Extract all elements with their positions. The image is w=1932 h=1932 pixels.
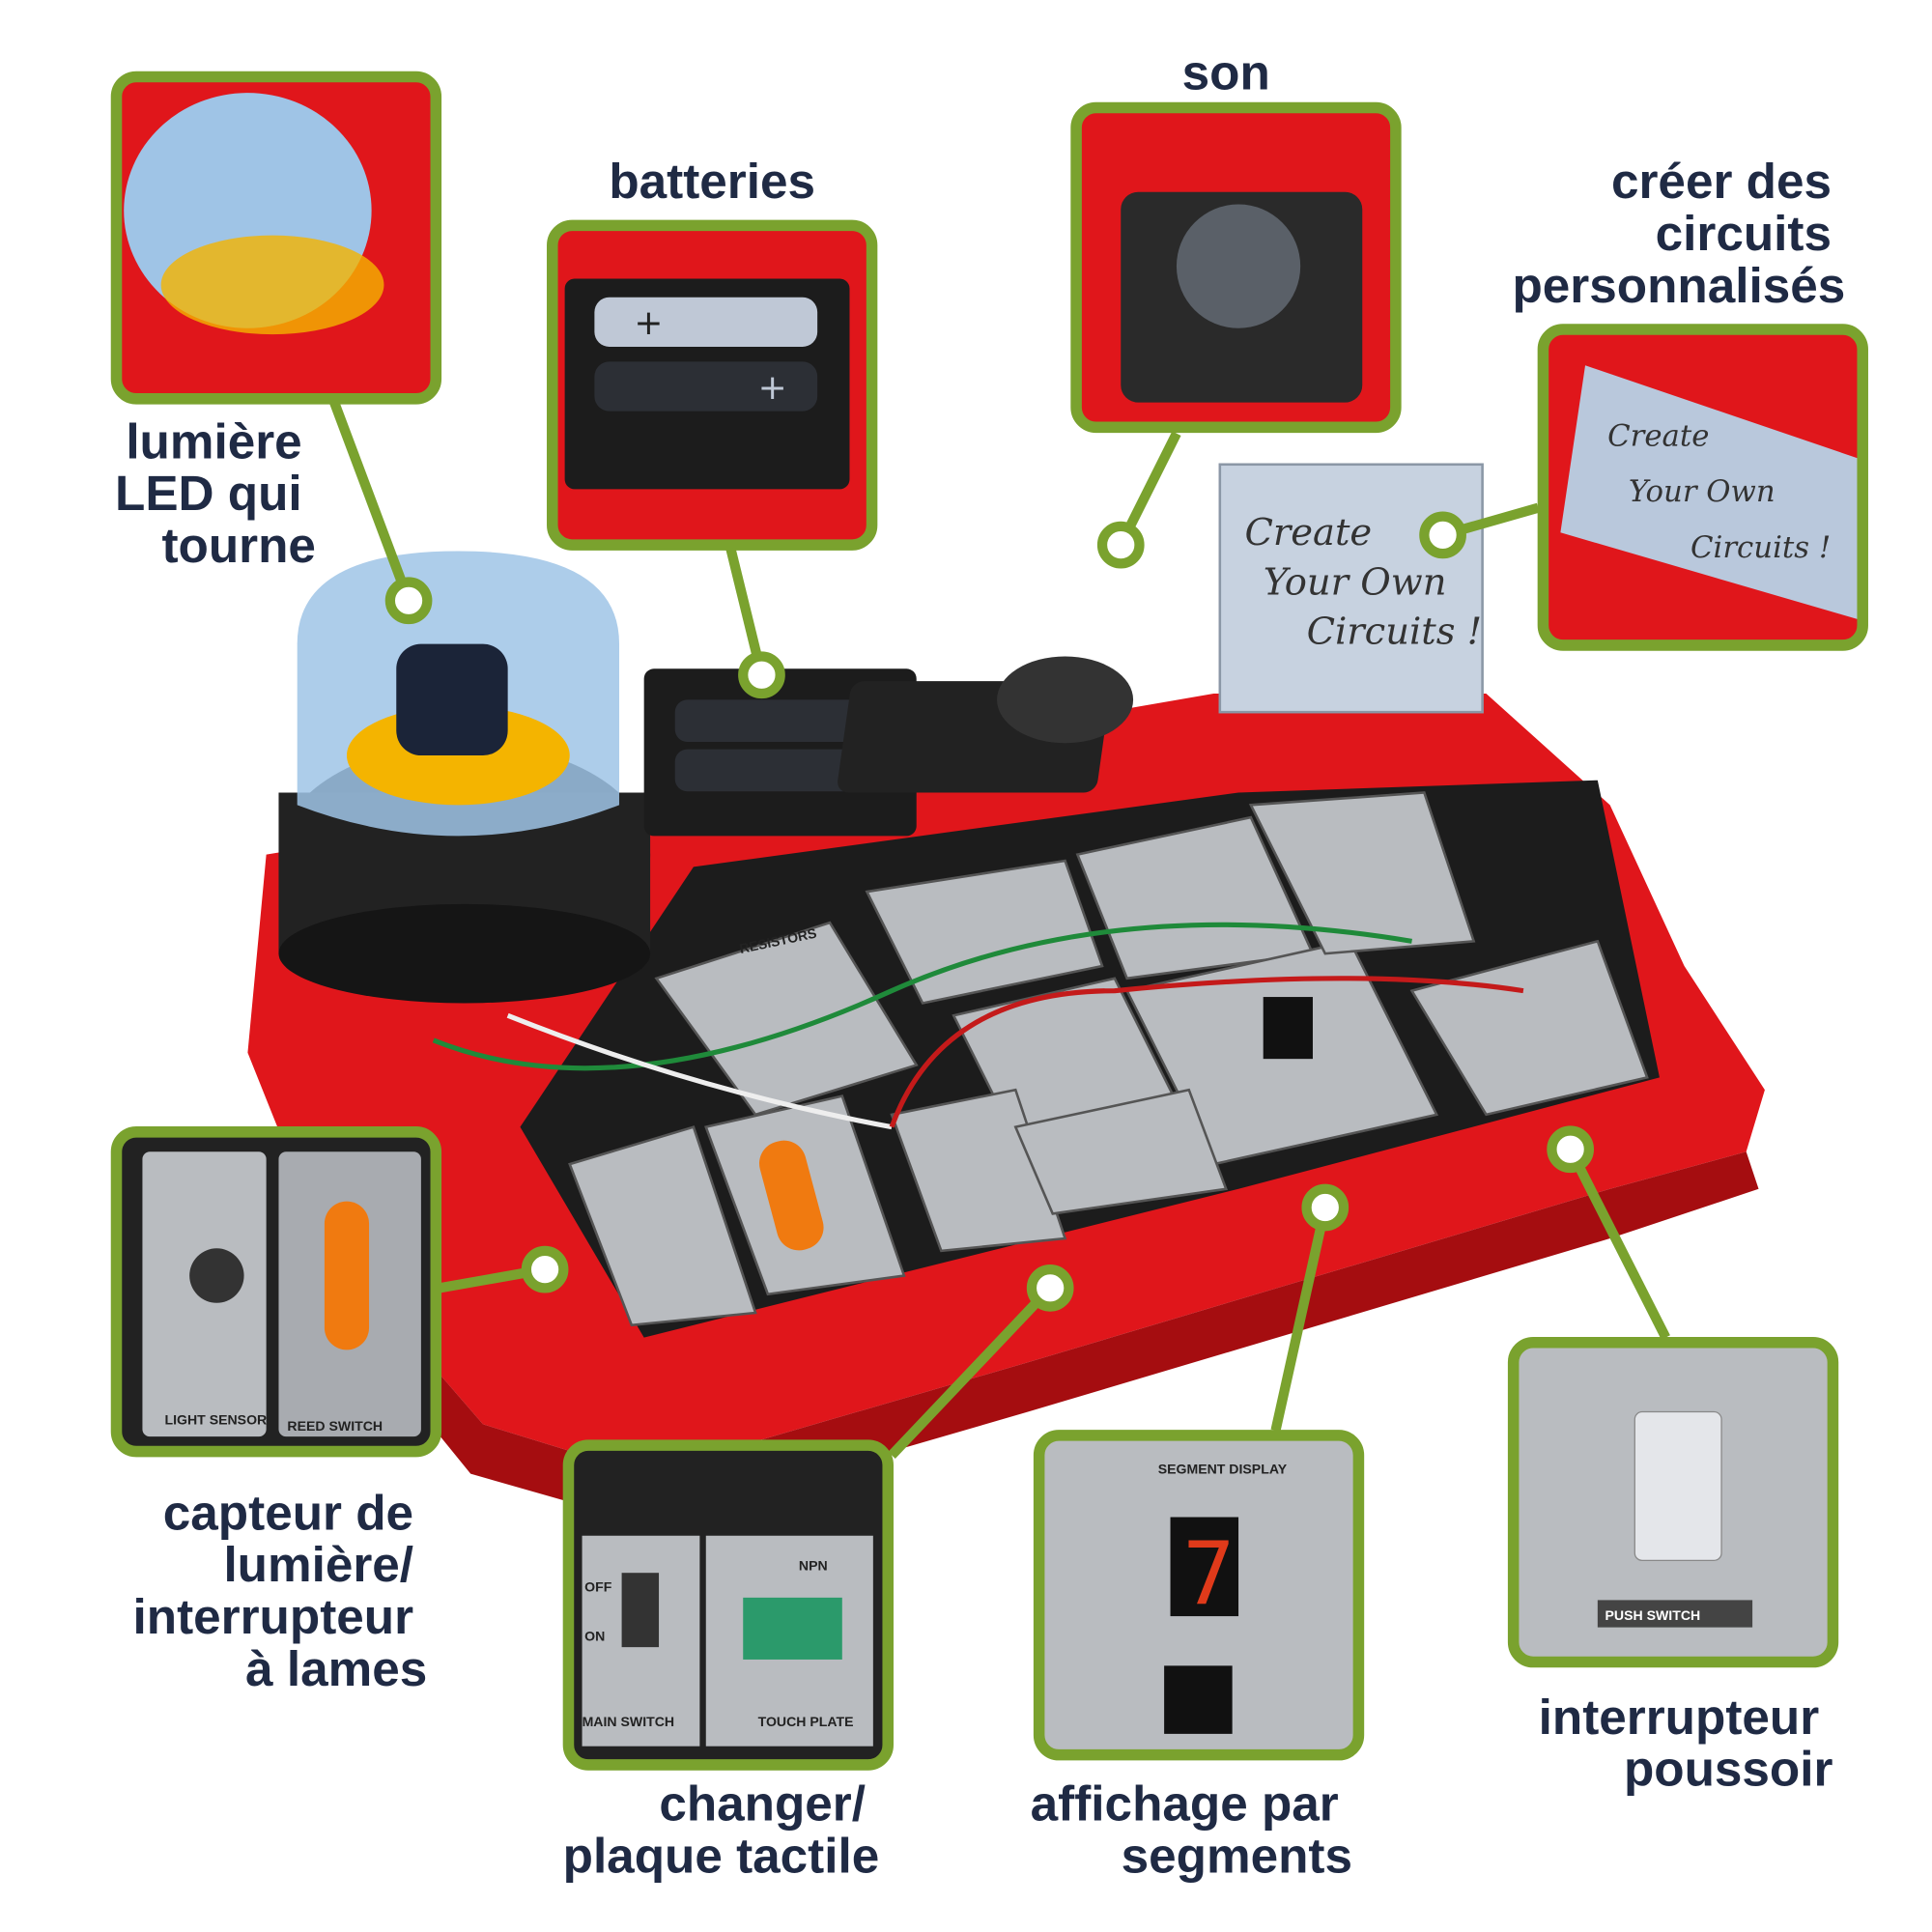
- card-line: Circuits !: [1307, 611, 1483, 654]
- label-batteries: batteries: [609, 154, 815, 209]
- circuit-kit: RESISTORS Create Your Own Circuits !: [247, 463, 1765, 1523]
- on-label: ON: [584, 1629, 605, 1644]
- svg-text:Create Your Own Ci: Create Your Own Circuits !: [1607, 419, 1831, 565]
- label-custom: créer des circuits personnalisés: [1512, 154, 1845, 313]
- svg-text:Create Your Own Ci: Create Your Own Circuits !: [1244, 511, 1482, 654]
- led-core: [396, 643, 508, 756]
- push-switch-label: PUSH SWITCH: [1605, 1607, 1701, 1623]
- svg-text:+: +: [634, 303, 663, 343]
- touch-plate-label: TOUCH PLATE: [758, 1714, 854, 1729]
- wire-green: [432, 922, 1412, 1071]
- main-switch-label: MAIN SWITCH: [582, 1714, 675, 1729]
- card-line: Circuits !: [1690, 530, 1831, 565]
- custom-card: [1218, 463, 1484, 714]
- label-push: interrupteur poussoir: [1539, 1690, 1833, 1797]
- inset-push: PUSH SWITCH: [1507, 1336, 1839, 1668]
- segment-digit-small: [1263, 997, 1313, 1060]
- reed-tube: [759, 1140, 824, 1251]
- connectors: [329, 400, 1670, 1459]
- segment-display-label: SEGMENT DISPLAY: [1158, 1462, 1288, 1477]
- inset-sound: [1070, 101, 1402, 434]
- battery-2: [674, 749, 873, 792]
- reed-switch-label: REED SWITCH: [287, 1418, 383, 1434]
- inset-switch: OFF ON MAIN SWITCH TOUCH PLATE NPN: [562, 1439, 895, 1771]
- light-sensor-label: LIGHT SENSOR: [165, 1411, 268, 1427]
- card-line: Create: [1244, 511, 1372, 554]
- npn-label: NPN: [799, 1558, 828, 1574]
- inset-custom: Create Your Own Circuits !: [1537, 324, 1868, 651]
- inset-display: 7 SEGMENT DISPLAY: [1033, 1430, 1365, 1761]
- battery-1: [674, 699, 873, 742]
- card-line: Create: [1607, 419, 1709, 454]
- label-sensor: capteur de lumière/ interrupteur à lames: [133, 1485, 428, 1696]
- wire-white: [506, 1012, 893, 1130]
- tray-shadow: [309, 1151, 1759, 1523]
- svg-text:+: +: [758, 368, 787, 408]
- label-switch: changer/ plaque tactile: [563, 1776, 880, 1884]
- card-line: Your Own: [1264, 560, 1447, 604]
- wire-red: [889, 976, 1524, 1128]
- label-led: lumière LED qui tourne: [115, 413, 316, 573]
- off-label: OFF: [584, 1578, 612, 1594]
- segment-digit: 7: [1182, 1524, 1235, 1625]
- inset-sensor: LIGHT SENSOR REED SWITCH: [110, 1126, 442, 1458]
- led-base-bottom: [278, 903, 651, 1004]
- inset-led: [110, 71, 442, 405]
- speaker: [997, 656, 1134, 744]
- card-line: Your Own: [1629, 474, 1776, 509]
- label-sound: son: [1182, 44, 1270, 99]
- label-display: affichage par segments: [1031, 1776, 1352, 1884]
- inset-batteries: + +: [547, 219, 878, 551]
